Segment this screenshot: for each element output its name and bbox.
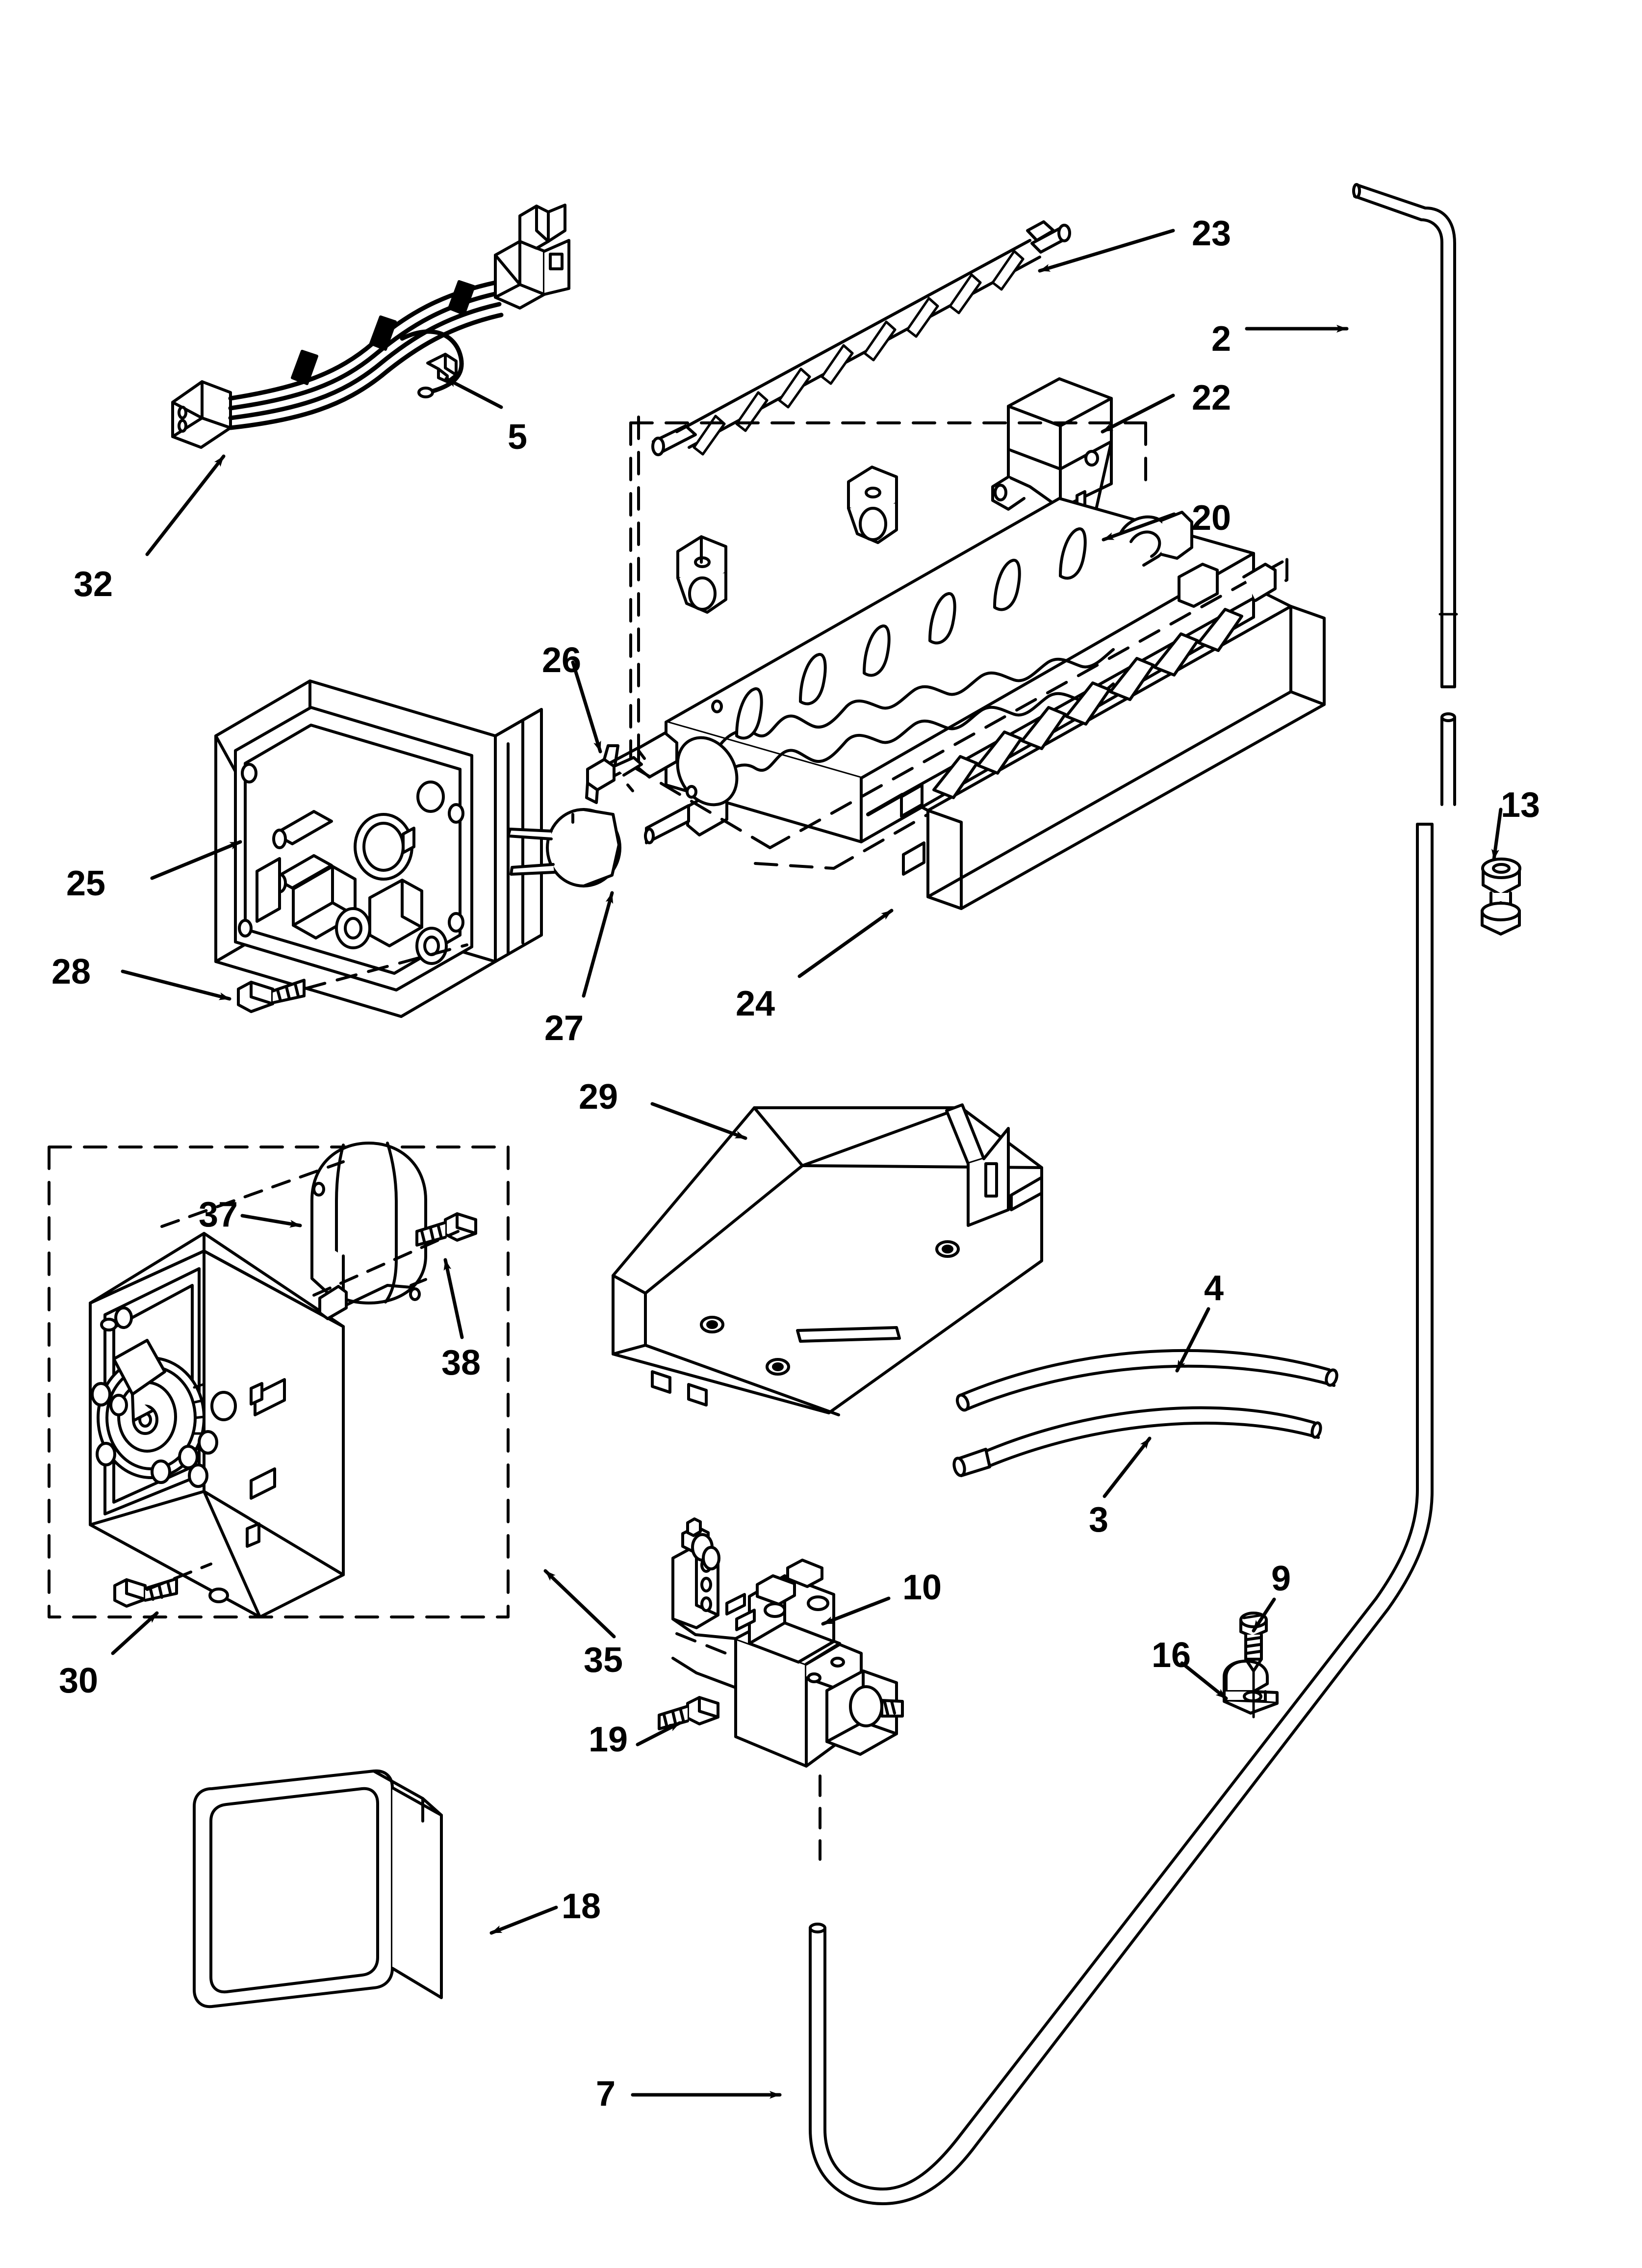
part-ice-stripper (866, 563, 1326, 910)
part-gearbox-housing (89, 1232, 345, 1618)
callout-13: 13 (1501, 785, 1540, 825)
callout-28: 28 (51, 952, 91, 991)
part-drive-motor (310, 1142, 427, 1320)
part-wiring-harness (171, 204, 570, 449)
part-screw-30 (113, 1577, 178, 1608)
callout-3: 3 (1089, 1500, 1109, 1539)
callout-9: 9 (1271, 1559, 1291, 1598)
callout-16: 16 (1152, 1636, 1191, 1675)
callout-5: 5 (508, 417, 528, 457)
callout-7: 7 (596, 2074, 616, 2113)
part-tube-4 (955, 1349, 1338, 1412)
part-screw-28 (237, 979, 306, 1013)
part-wire-clip (426, 353, 458, 383)
leader-lines (111, 229, 1503, 2099)
part-coupling-nut (1481, 858, 1521, 936)
callout-22: 22 (1192, 378, 1232, 417)
callout-27: 27 (544, 1009, 584, 1048)
kit-outline-motor (48, 1146, 510, 1618)
callout-10: 10 (902, 1568, 942, 1607)
callout-38: 38 (441, 1343, 481, 1382)
callout-2: 2 (1211, 319, 1232, 359)
part-ejector-arm (651, 220, 1071, 456)
callout-25: 25 (66, 864, 106, 903)
part-fill-tube (1352, 183, 1458, 806)
part-bracket-plate (612, 1103, 1043, 1416)
callout-23: 23 (1192, 214, 1232, 253)
part-water-supply-tube (809, 823, 1434, 2205)
callout-32: 32 (74, 565, 113, 604)
callout-29: 29 (579, 1077, 618, 1117)
part-screw-19 (658, 1696, 719, 1730)
callout-26: 26 (542, 641, 582, 680)
callout-19: 19 (589, 1720, 628, 1759)
callout-24: 24 (736, 984, 775, 1023)
part-water-valve (671, 1517, 904, 1768)
callout-30: 30 (59, 1661, 99, 1700)
callout-37: 37 (199, 1195, 238, 1234)
callout-18: 18 (562, 1887, 601, 1926)
callout-35: 35 (584, 1641, 623, 1680)
part-mold-thermostat (507, 808, 621, 887)
part-screw-38 (415, 1212, 477, 1247)
callout-20: 20 (1192, 498, 1232, 538)
part-spring-clip (585, 744, 643, 804)
part-tube-3 (952, 1406, 1322, 1477)
callout-4: 4 (1204, 1269, 1224, 1308)
part-ice-mold (594, 466, 1255, 844)
part-control-module (214, 679, 543, 1018)
part-insulation-block (193, 1769, 443, 2008)
